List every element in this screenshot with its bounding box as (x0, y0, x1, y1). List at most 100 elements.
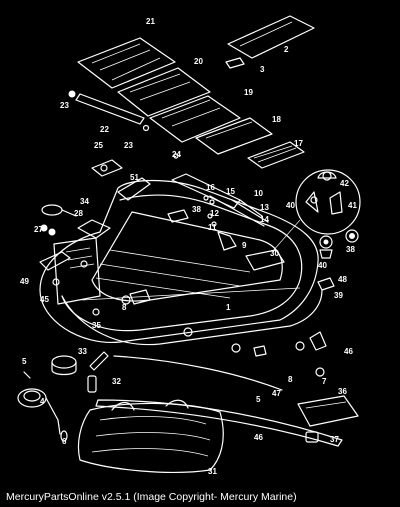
part-label: 35 (92, 321, 101, 330)
part-label: 49 (20, 277, 29, 286)
part-label: 37 (330, 435, 339, 444)
part-label: 22 (100, 125, 109, 134)
seat-27 (91, 159, 123, 177)
part-label: 48 (338, 275, 347, 284)
part-label: 40 (286, 201, 295, 210)
part-label: 46 (254, 433, 263, 442)
plug-24 (68, 90, 76, 98)
part-label: 15 (226, 187, 235, 196)
floor-board-21 (77, 37, 176, 89)
handle-8 (129, 289, 151, 305)
cap-28a (40, 224, 48, 232)
transom-34 (77, 219, 111, 239)
part-label: 6 (62, 437, 67, 446)
part-label: 12 (210, 209, 219, 218)
valve-detail-inset (271, 169, 361, 253)
part-label: 39 (334, 291, 343, 300)
part-label: 1 (226, 303, 231, 312)
part-label: 13 (260, 203, 269, 212)
part-label: 11 (208, 223, 217, 232)
part-label: 45 (40, 295, 49, 304)
bolt-23 (142, 124, 150, 132)
washer-16 (203, 195, 209, 201)
oar-13 (209, 195, 265, 227)
floor-board-19 (149, 95, 241, 143)
seat-board-2 (227, 15, 315, 59)
part-label: 27 (34, 225, 43, 234)
strip-51 (117, 177, 151, 201)
valve-41 (319, 235, 333, 259)
adapter-6 (60, 430, 68, 442)
part-label: 4 (40, 397, 45, 406)
part-label: 3 (260, 65, 265, 74)
plug-32 (87, 375, 97, 393)
cap-28b (48, 228, 56, 236)
plug-45 (52, 278, 60, 286)
part-label: 8 (122, 303, 127, 312)
part-label: 47 (272, 389, 281, 398)
part-label: 18 (272, 115, 281, 124)
handle-29 (41, 204, 77, 217)
fitting-35 (92, 308, 100, 316)
keel-strip-48 (113, 355, 283, 391)
part-label: 14 (260, 215, 269, 224)
part-label: 40 (318, 261, 327, 270)
part-label: 5 (256, 395, 261, 404)
cap-49 (317, 277, 335, 291)
exploded-parts-diagram: 21 20 19 18 17 2 3 23 22 23 24 25 51 16 … (17, 15, 361, 476)
part-label: 7 (322, 377, 327, 386)
pump-33 (51, 355, 77, 376)
part-label: 21 (146, 17, 155, 26)
part-label: 10 (254, 189, 263, 198)
part-label: 23 (124, 141, 133, 150)
nut-15 (209, 199, 215, 205)
part-label: 9 (242, 241, 247, 250)
clip-3 (225, 57, 245, 69)
part-label: 38 (346, 245, 355, 254)
part-label: 46 (344, 347, 353, 356)
plate-50 (39, 251, 71, 271)
floor-board-17 (247, 141, 305, 169)
fitting-7 (315, 367, 325, 377)
storage-bag-31 (77, 399, 224, 473)
floor-board-20 (117, 67, 211, 117)
fitting-5 (253, 345, 267, 357)
part-label: 51 (130, 173, 139, 182)
part-label: 38 (192, 205, 201, 214)
oarlock-9 (217, 231, 237, 251)
part-label: 42 (340, 179, 349, 188)
part-label: 25 (94, 141, 103, 150)
part-label: 20 (194, 57, 203, 66)
part-label: 36 (338, 387, 347, 396)
patch-38 (167, 209, 189, 223)
part-label: 33 (78, 347, 87, 356)
cap-40 (345, 229, 359, 243)
image-caption: MercuryPartsOnline v2.5.1 (Image Copyrig… (6, 491, 297, 503)
strip-52 (89, 351, 109, 371)
part-label: 31 (208, 467, 217, 476)
hose-5 (23, 371, 31, 379)
oar-14 (231, 199, 269, 223)
oar-10 (171, 173, 263, 217)
pin-25 (173, 153, 179, 159)
manual-36 (297, 395, 359, 427)
foot-pump-4 (17, 388, 59, 421)
stringer-22 (75, 93, 145, 125)
part-label: 30 (270, 249, 279, 258)
part-label: 23 (60, 101, 69, 110)
pin-12 (207, 213, 213, 219)
seat-30 (245, 249, 285, 271)
part-label: 34 (80, 197, 89, 206)
part-label: 19 (244, 88, 253, 97)
part-label: 16 (206, 183, 215, 192)
part-label: 5 (22, 357, 27, 366)
boat-hull-1 (39, 179, 323, 353)
hose-6 (57, 419, 61, 435)
part-label: 17 (294, 139, 303, 148)
valve-46 (309, 331, 327, 351)
glue-37 (305, 431, 319, 443)
part-label: 41 (348, 201, 357, 210)
floor-board-18 (195, 117, 273, 155)
part-label: 32 (112, 377, 121, 386)
part-label: 8 (288, 375, 293, 384)
